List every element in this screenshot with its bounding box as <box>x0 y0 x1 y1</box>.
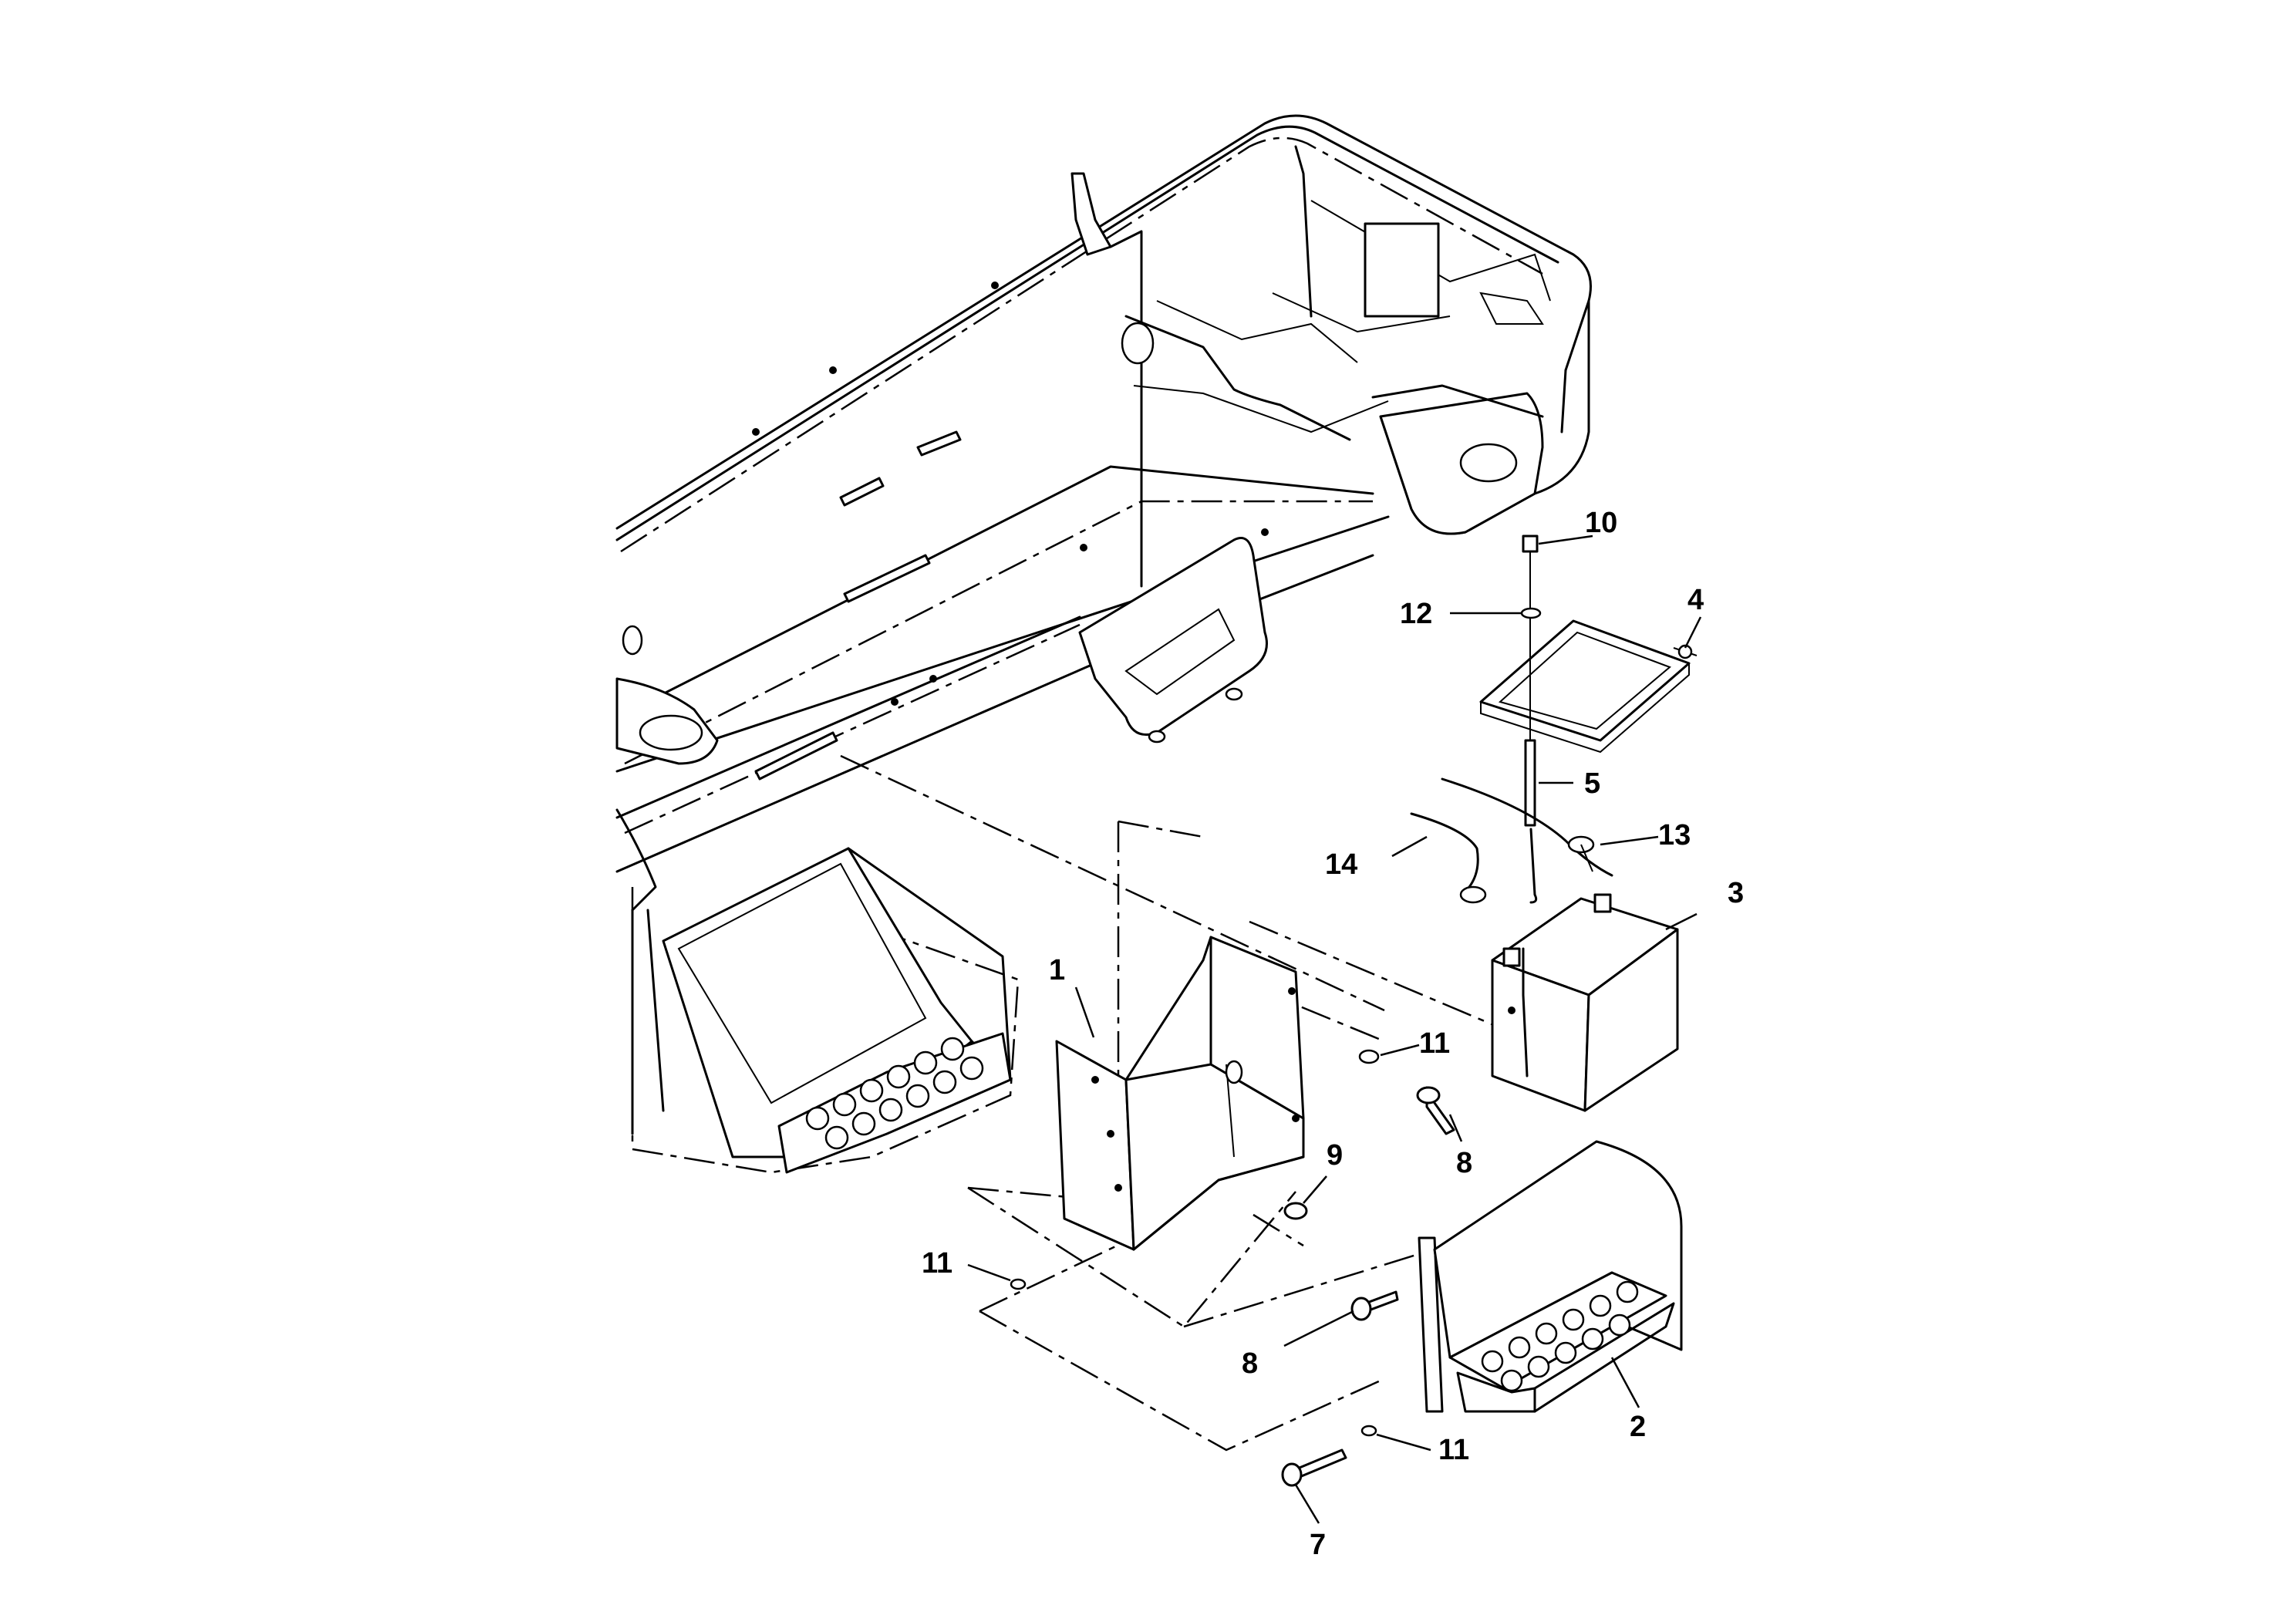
callout-4: 4 <box>1687 584 1704 616</box>
callout-11-lower: 11 <box>1438 1434 1469 1466</box>
left-step-tread-holes <box>805 1037 984 1150</box>
washer-part-11-upper <box>1358 1049 1380 1064</box>
callout-2: 2 <box>1630 1411 1646 1443</box>
left-step-assembly <box>662 847 1012 1174</box>
washer-part-11-left <box>1010 1278 1027 1290</box>
battery-cables-parts-13-14 <box>1410 777 1613 904</box>
callout-8-upper: 8 <box>1456 1147 1472 1179</box>
callout-10: 10 <box>1585 507 1617 539</box>
callout-11-upper: 11 <box>1419 1027 1450 1060</box>
chassis-frame <box>615 114 1592 1174</box>
battery-part-3 <box>1491 893 1679 1112</box>
step-part-2 <box>1418 1140 1683 1413</box>
bolt-part-8-lower <box>1350 1290 1399 1321</box>
callout-11-left: 11 <box>922 1247 952 1280</box>
callout-leaders <box>967 534 1702 1524</box>
bolt-part-7 <box>1281 1448 1347 1487</box>
callout-1: 1 <box>1049 954 1065 986</box>
callout-9: 9 <box>1327 1139 1343 1172</box>
washer-part-11-lower <box>1360 1425 1377 1437</box>
step-tread-holes <box>1481 1280 1639 1392</box>
washer-part-12 <box>1520 607 1542 619</box>
j-bolt-part-5 <box>1522 540 1538 1077</box>
callout-3: 3 <box>1728 877 1744 909</box>
battery-hold-down-part-4 <box>1479 619 1698 754</box>
callout-7: 7 <box>1310 1529 1326 1561</box>
nut-part-10 <box>1522 534 1539 553</box>
nut-part-9 <box>1283 1202 1308 1220</box>
callout-5: 5 <box>1584 767 1600 800</box>
callout-labels: 1 2 3 4 5 7 8 8 9 10 11 11 11 12 13 14 <box>922 507 1744 1561</box>
callout-8-lower: 8 <box>1242 1347 1258 1380</box>
callout-14: 14 <box>1325 848 1357 881</box>
bolt-part-8-upper <box>1416 1086 1455 1135</box>
battery-box-part-1 <box>1055 936 1305 1251</box>
callout-13: 13 <box>1658 819 1691 851</box>
callout-12: 12 <box>1400 598 1432 630</box>
